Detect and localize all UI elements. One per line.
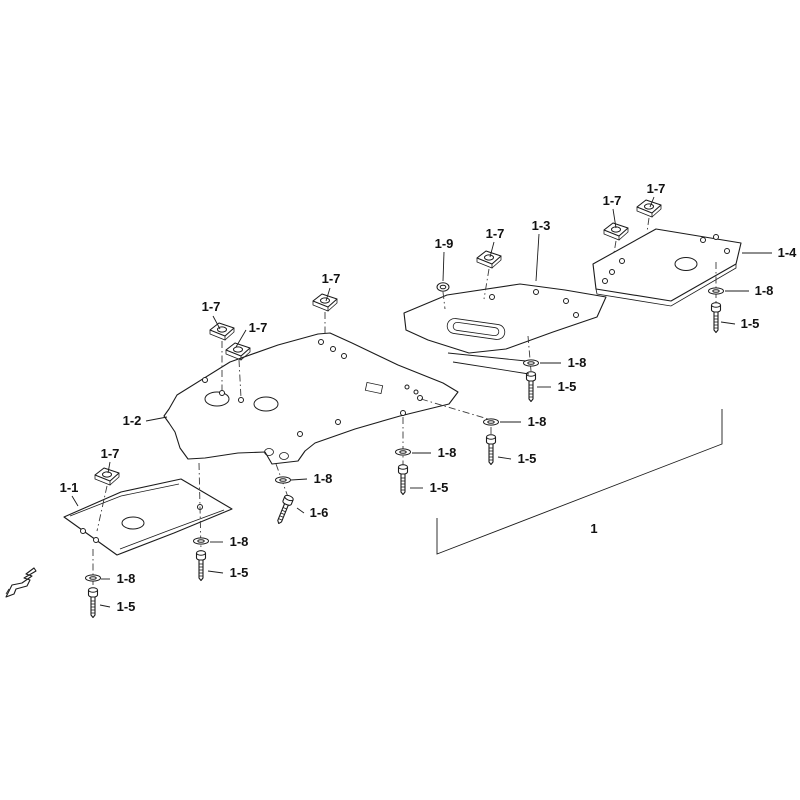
part-label-1-8-f: 1-8 [230,534,249,549]
part-label-1-2: 1-2 [123,413,142,428]
grommet-part [436,282,450,292]
washer-part [85,574,101,582]
washer-part [193,537,209,545]
flange-bolt-part [710,302,722,334]
part-label-1-7-f: 1-7 [603,193,622,208]
clip-nut-part [209,322,235,341]
plate-main-small-holes [202,339,423,437]
plate-main-large-hole [204,391,230,407]
bolts [87,302,722,619]
plate-mid-shape [403,283,607,354]
part-label-1-3: 1-3 [532,218,551,233]
clip-nut-part [476,250,502,269]
part-label-1-8-c: 1-8 [528,414,547,429]
part-label-1-7-c: 1-7 [322,271,341,286]
part-label-1-9: 1-9 [435,236,454,251]
part-label-1-8-e: 1-8 [314,471,333,486]
plate-rear-large-hole [674,257,698,271]
part-labels: 1-7 1-7 1-7 1-7 1-7 1-7 1-7 1-9 1-3 1-4 … [60,181,798,614]
washer-part [708,287,724,295]
plate-mid-slot-lip [452,321,500,337]
clip-nut-part [94,467,120,486]
plate-main-shape [163,332,459,465]
clip-nut-part [636,199,662,218]
part-label-1-7-b: 1-7 [249,320,268,335]
washer-part [483,418,499,426]
center-lines [92,217,717,588]
plate-front-shape [63,478,233,556]
plate-mid-slot [446,318,506,340]
washer-part [395,448,411,456]
flange-bolt-part [195,550,207,582]
plate-rear-shape [592,228,742,307]
part-label-1-8-d: 1-8 [438,445,457,460]
part-label-1-4: 1-4 [778,245,798,260]
part-label-1-6: 1-6 [310,505,329,520]
part-label-1-8-g: 1-8 [117,571,136,586]
washer-part [275,476,291,484]
bolt-part [273,493,295,526]
assembly-bracket [436,409,723,555]
part-label-1-5-f: 1-5 [117,599,136,614]
clip-nut-part [312,293,338,312]
plate-front-large-hole [121,516,145,530]
part-label-1-5-b: 1-5 [558,379,577,394]
part-label-1-5-e: 1-5 [230,565,249,580]
front-marker-icon [5,567,37,598]
part-label-1-1: 1-1 [60,480,79,495]
part-label-1-5-d: 1-5 [430,480,449,495]
flange-bolt-part [397,464,409,496]
part-label-1-7-a: 1-7 [202,299,221,314]
part-label-1-8-b: 1-8 [568,355,587,370]
plate-main-large-hole [253,396,279,412]
part-label-1-5-a: 1-5 [741,316,760,331]
flange-bolt-part [525,371,537,403]
flange-bolt-part [485,434,497,466]
plate-front-small-holes [80,504,203,543]
plate-mid-small-holes [489,289,579,318]
part-label-1-8-a: 1-8 [755,283,774,298]
plate-rear-small-holes [602,234,730,284]
part-label-1-assembly: 1 [590,521,597,536]
part-label-1-7-d: 1-7 [101,446,120,461]
part-label-1-5-c: 1-5 [518,451,537,466]
plate-main-bracket-details [264,381,384,460]
part-label-1-7-e: 1-7 [486,226,505,241]
part-label-1-7-g: 1-7 [647,181,666,196]
leader-lines [71,196,772,608]
flange-bolt-part [87,587,99,619]
